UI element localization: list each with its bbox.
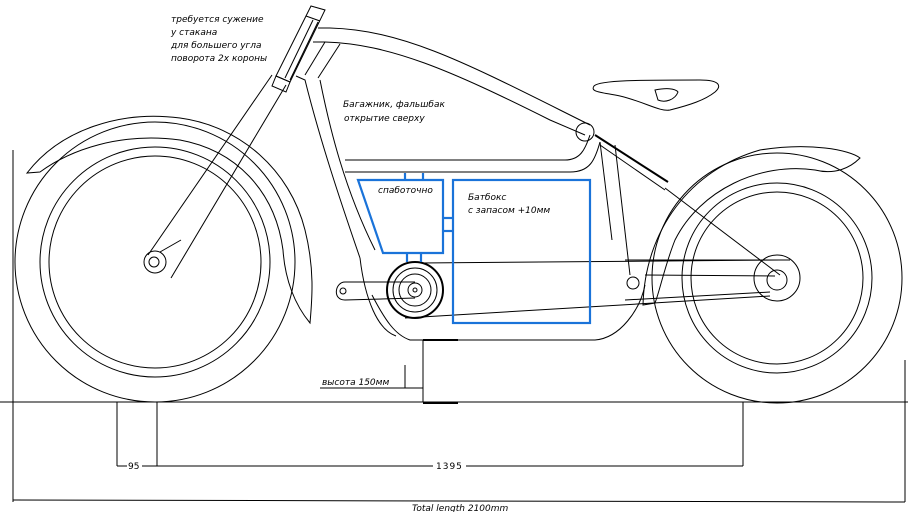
tank-note-line2: открытие сверху (344, 114, 425, 124)
headtube-note-line1: требуется сужение (171, 15, 264, 25)
rear-fender (642, 146, 861, 306)
headtube-note-line2: у стакана (170, 28, 217, 38)
rear-shock-spring (594, 134, 669, 191)
headtube-note-line3: для большего угла (170, 41, 262, 51)
battery-label-line2: с запасом +10мм (468, 206, 550, 216)
dimensions: 95 1395 Total length 2100mm (12, 150, 906, 512)
dim-total-length: Total length 2100mm (412, 504, 509, 512)
ground-clearance-dimension: высота 150мм (320, 365, 423, 389)
fork (147, 74, 287, 279)
controller-label: спаботочно (378, 186, 433, 196)
battery-label-line1: Батбокс (468, 193, 506, 203)
seat-cutout (654, 88, 679, 102)
front-fender (25, 115, 313, 325)
front-wheel (14, 121, 296, 403)
dim-wheelbase: 1395 (436, 462, 463, 472)
headtube-note-line4: поворота 2х короны (171, 54, 267, 64)
swingarm (624, 187, 790, 301)
front-axle (143, 250, 167, 274)
battery-box: Батбокс с запасом +10мм (451, 178, 592, 325)
controller-box: спаботочно (356, 173, 453, 262)
dim-front-offset: 95 (128, 462, 139, 472)
ground-clearance-label: высота 150мм (322, 378, 389, 388)
rear-wheel (651, 152, 903, 404)
headtube-note: требуется сужение у стакана для большего… (170, 15, 267, 64)
seat (592, 79, 720, 111)
kickstand-block (422, 339, 458, 404)
head-tube (271, 5, 326, 93)
rear-axle (766, 269, 788, 291)
motor-mount-arm (335, 281, 416, 301)
tank-note-line1: Багажник, фальшбак (343, 100, 445, 110)
tank-note: Багажник, фальшбак открытие сверху (343, 100, 445, 124)
hub-motor (386, 261, 444, 319)
frame (295, 27, 646, 341)
